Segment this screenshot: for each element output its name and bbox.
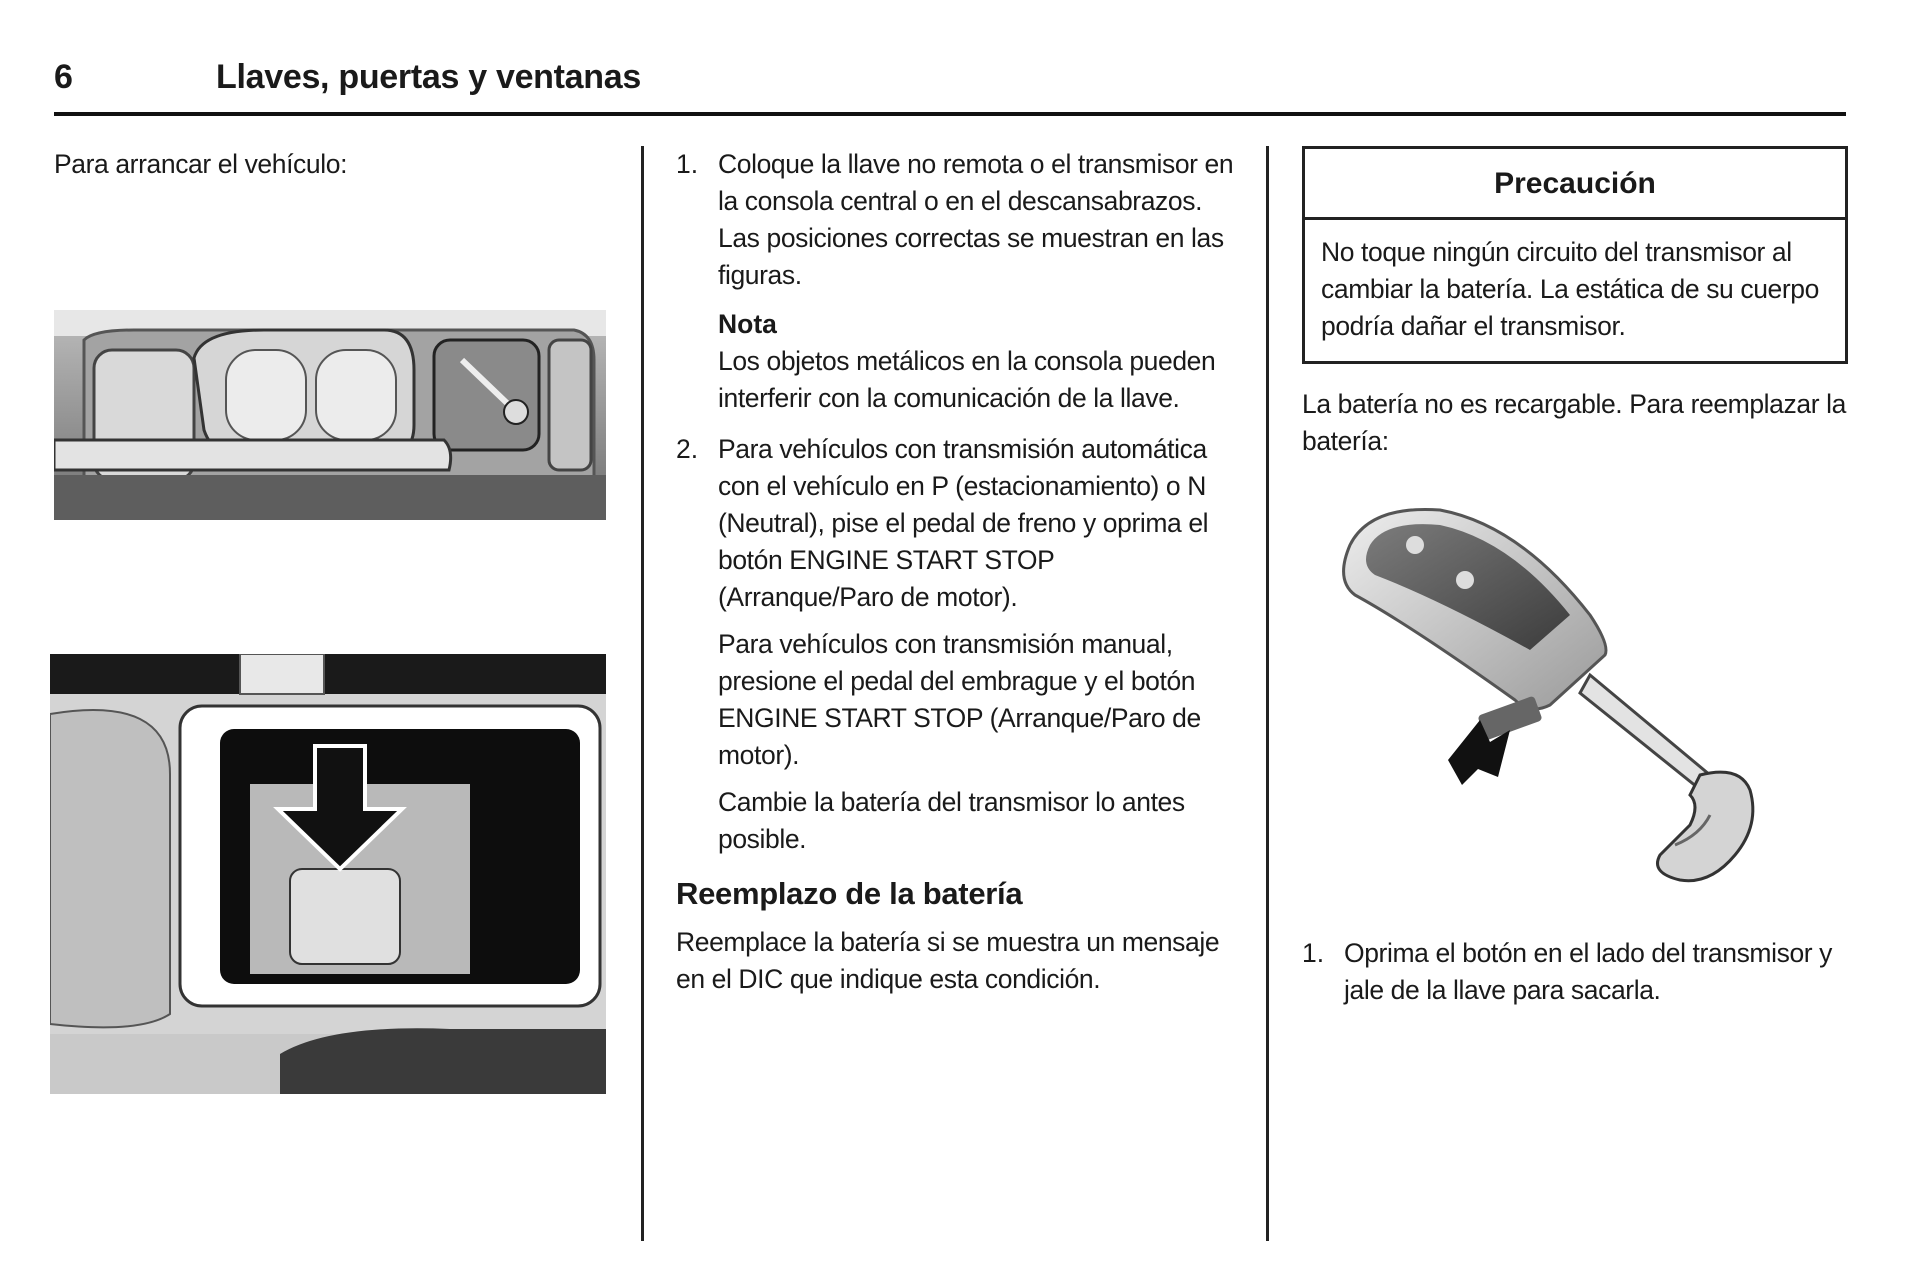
caution-box: Precaución No toque ningún circuito del … xyxy=(1302,146,1848,364)
fob-step-1: 1. Oprima el botón en el lado del transm… xyxy=(1302,935,1854,1009)
column-divider-1 xyxy=(641,146,644,1241)
page-title: Llaves, puertas y ventanas xyxy=(216,58,641,96)
column-3: Precaución No toque ningún circuito del … xyxy=(1302,146,1854,460)
start-intro-text: Para arrancar el vehículo: xyxy=(54,149,348,179)
page-number: 6 xyxy=(54,58,73,96)
armrest-storage-arrow-icon xyxy=(50,654,606,1094)
step-2-text: Para vehículos con transmisión automátic… xyxy=(718,434,1209,612)
caution-title: Precaución xyxy=(1305,149,1845,220)
console-cupholder-key-icon xyxy=(54,300,606,530)
battery-replacement-heading: Reemplazo de la batería xyxy=(676,876,1023,911)
step-1: 1. Coloque la llave no remota o el trans… xyxy=(676,146,1236,417)
caution-text: No toque ningún circuito del transmisor … xyxy=(1321,237,1819,341)
column-divider-2 xyxy=(1266,146,1269,1241)
column-1: Para arrancar el vehículo: xyxy=(54,146,606,183)
battery-replacement-text: Reemplace la batería si se muestra un me… xyxy=(676,927,1220,994)
note-heading: Nota xyxy=(718,309,777,339)
column-3-steps: 1. Oprima el botón en el lado del transm… xyxy=(1302,935,1854,1023)
step-2: 2. Para vehículos con transmisión automá… xyxy=(676,431,1236,858)
fob-step-1-number: 1. xyxy=(1302,938,1325,968)
manual-transmission-text: Para vehículos con transmisión manual, p… xyxy=(718,629,1201,770)
step-2-number: 2. xyxy=(676,434,699,464)
key-fob-with-removed-key-icon xyxy=(1330,505,1820,905)
battery-intro-text: La batería no es recargable. Para reempl… xyxy=(1302,389,1846,456)
note-text: Los objetos metálicos en la consola pued… xyxy=(718,346,1216,413)
header-rule xyxy=(54,112,1846,116)
step-1-text: Coloque la llave no remota o el transmis… xyxy=(718,149,1234,290)
step-1-number: 1. xyxy=(676,149,699,179)
fob-step-1-text: Oprima el botón en el lado del transmiso… xyxy=(1344,938,1833,1005)
change-battery-text: Cambie la batería del transmisor lo ante… xyxy=(718,787,1185,854)
column-2: 1. Coloque la llave no remota o el trans… xyxy=(676,146,1236,998)
